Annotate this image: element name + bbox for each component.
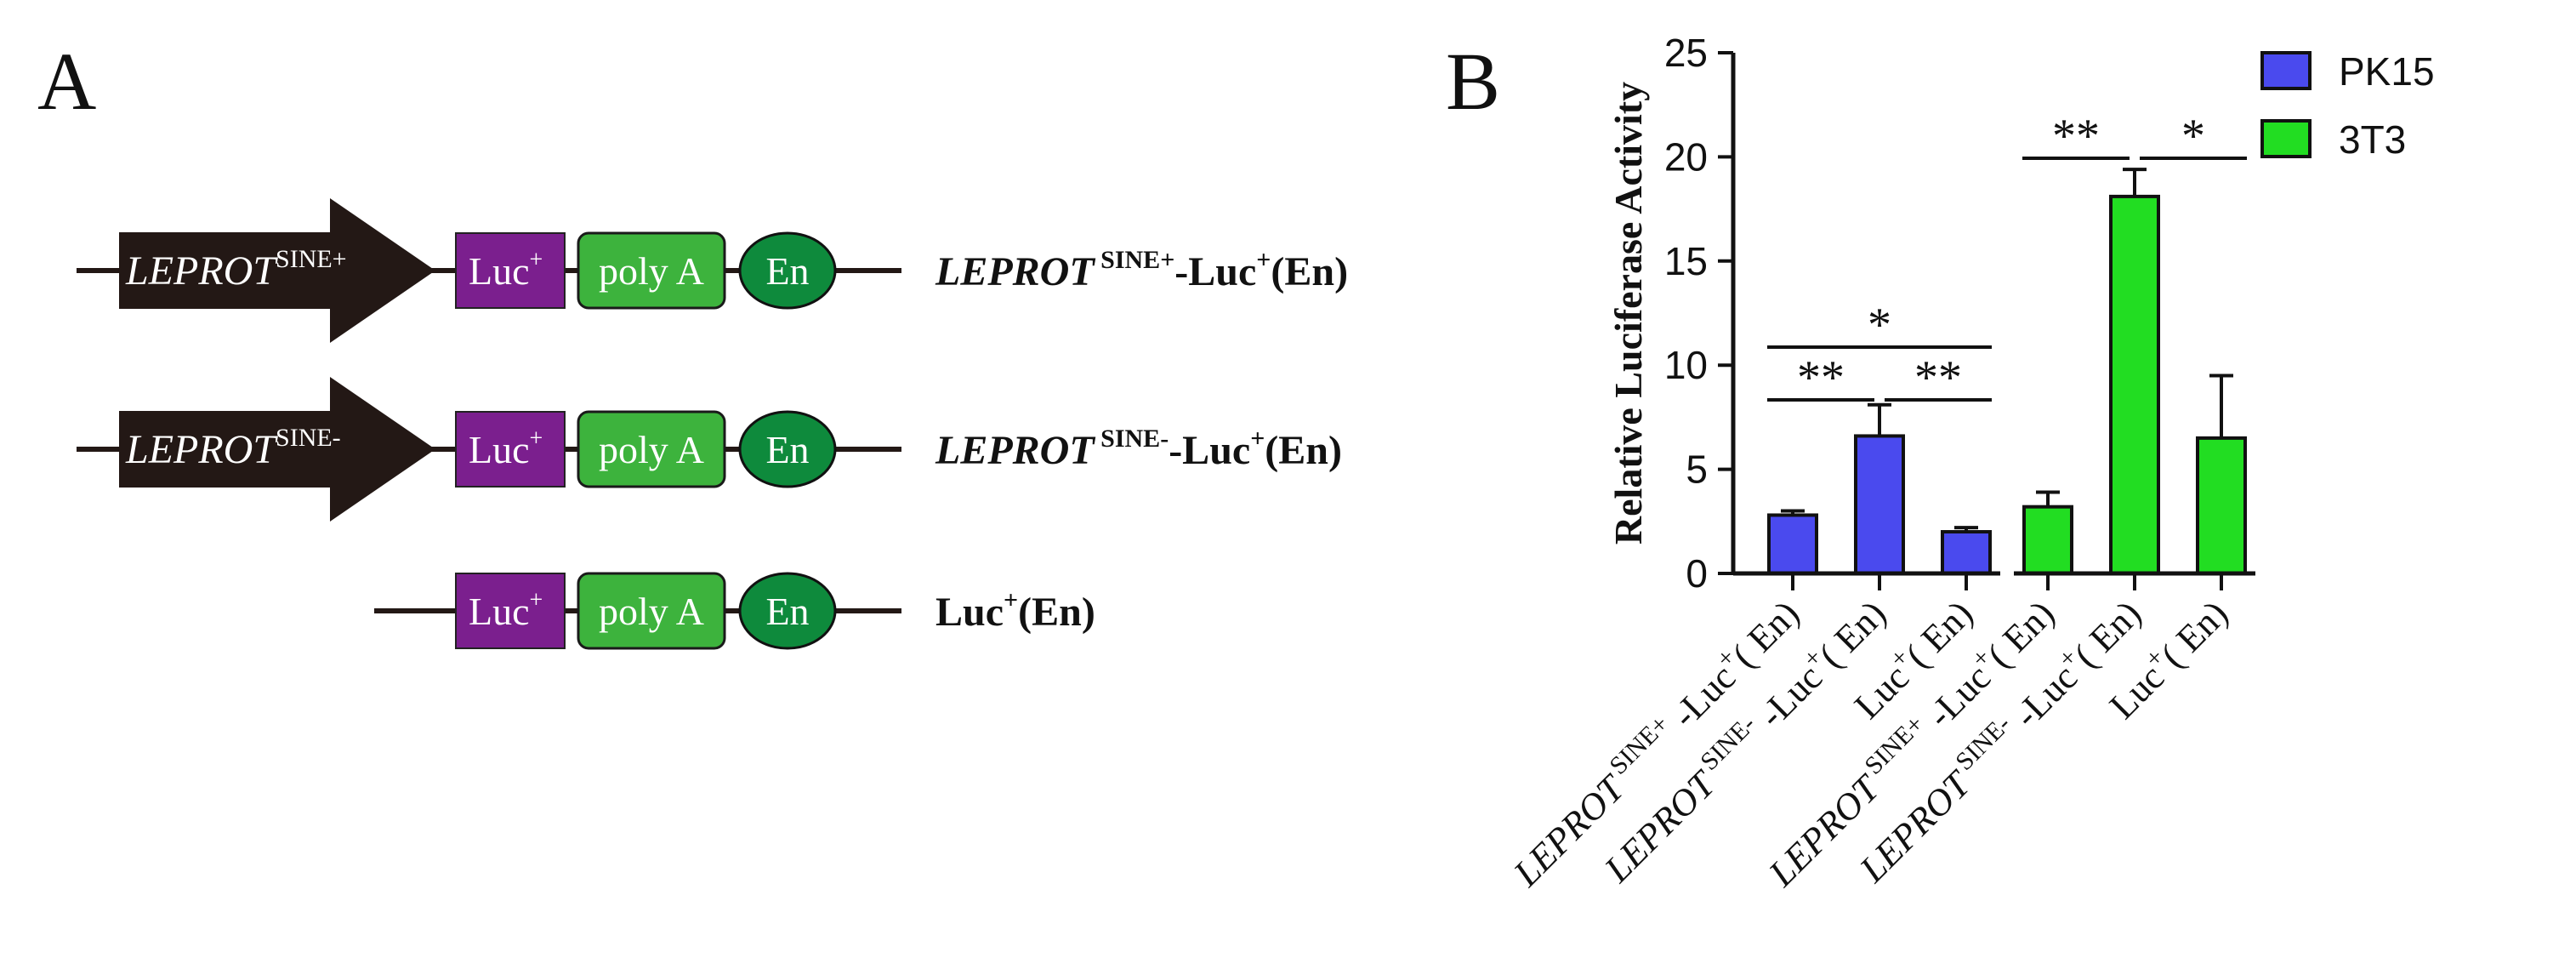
bar — [1941, 530, 1992, 575]
promoter-arrow — [119, 198, 435, 343]
luc-label: Luc+ — [469, 587, 543, 633]
enhancer-label: En — [765, 590, 809, 633]
enhancer-ellipse — [738, 572, 837, 650]
bar — [2196, 436, 2247, 575]
luc-sup-text: + — [530, 587, 543, 613]
luc-box — [455, 573, 566, 649]
construct-name-rest: -Luc — [1169, 428, 1250, 473]
luc-sup-text: + — [530, 425, 543, 452]
luc-box — [455, 411, 566, 488]
bar — [2109, 194, 2160, 576]
luc-sup-text: + — [530, 247, 543, 273]
bar — [1854, 434, 1905, 575]
luc-text: Luc — [469, 428, 530, 471]
construct-name-gene: LEPROT — [935, 249, 1095, 294]
polya-box — [577, 410, 726, 488]
enhancer-ellipse — [738, 231, 837, 310]
construct-name-rest-sup: + — [1004, 586, 1018, 614]
bar — [2022, 505, 2073, 575]
luc-label: Luc+ — [469, 247, 543, 293]
luc-text: Luc — [469, 249, 530, 293]
promoter-arrow — [119, 377, 435, 522]
significance-label: ** — [1914, 351, 1962, 404]
y-tick-label: 25 — [1664, 31, 1708, 75]
x-tick-label-sup: SINE+ — [1855, 710, 1930, 784]
enhancer-ellipse — [738, 410, 837, 488]
polya-box — [577, 572, 726, 650]
significance-label: * — [1868, 299, 1891, 351]
luc-text: Luc — [469, 590, 530, 633]
enhancer-label: En — [765, 428, 809, 471]
construct-name-end: (En) — [1265, 428, 1342, 473]
construct-name: LEPROT SINE--Luc+(En) — [935, 425, 1342, 473]
promoter-label: LEPROTSINE+ — [125, 245, 347, 294]
panel-label-b: B — [1446, 36, 1500, 127]
x-tick-label-sup: SINE+ — [1600, 710, 1675, 784]
y-tick-label: 15 — [1664, 239, 1708, 283]
bar — [1767, 513, 1818, 575]
promoter-label: LEPROTSINE- — [125, 424, 341, 472]
construct-name-rest-sup: + — [1250, 425, 1265, 453]
legend-label: 3T3 — [2339, 117, 2406, 162]
significance-label: * — [2181, 110, 2205, 163]
polya-label: poly A — [599, 249, 704, 293]
promoter-gene-text: LEPROT — [125, 427, 278, 472]
construct-name: Luc+(En) — [935, 586, 1095, 635]
significance-label: ** — [2052, 110, 2100, 163]
legend-swatch — [2260, 51, 2312, 90]
y-tick-label: 0 — [1686, 551, 1708, 596]
y-tick-label: 5 — [1686, 448, 1708, 492]
construct-name-end: (En) — [1018, 590, 1095, 635]
construct-name-sup: SINE- — [1095, 425, 1169, 453]
promoter-sup-text: SINE- — [276, 424, 341, 452]
construct-name-sup: SINE+ — [1095, 246, 1175, 274]
panel-label-a: A — [37, 36, 96, 127]
construct-name-end: (En) — [1271, 249, 1348, 294]
enhancer-label: En — [765, 249, 809, 293]
y-tick-label: 10 — [1664, 343, 1708, 387]
y-tick-label: 20 — [1664, 134, 1708, 179]
polya-box — [577, 231, 726, 310]
significance-label: ** — [1797, 351, 1845, 404]
construct-name: LEPROT SINE+-Luc+(En) — [935, 246, 1348, 294]
legend-swatch — [2260, 119, 2312, 158]
construct-name-rest-sup: + — [1256, 246, 1271, 274]
luc-label: Luc+ — [469, 425, 543, 471]
construct-name-rest: Luc — [935, 590, 1004, 635]
legend-label: PK15 — [2339, 49, 2435, 94]
polya-label: poly A — [599, 428, 704, 471]
construct-name-rest: -Luc — [1174, 249, 1256, 294]
polya-label: poly A — [599, 590, 704, 633]
promoter-sup-text: SINE+ — [276, 245, 347, 273]
promoter-gene-text: LEPROT — [125, 248, 278, 294]
y-axis-label: Relative Luciferase Activity — [1606, 82, 1650, 545]
construct-name-gene: LEPROT — [935, 428, 1095, 473]
luc-box — [455, 232, 566, 309]
